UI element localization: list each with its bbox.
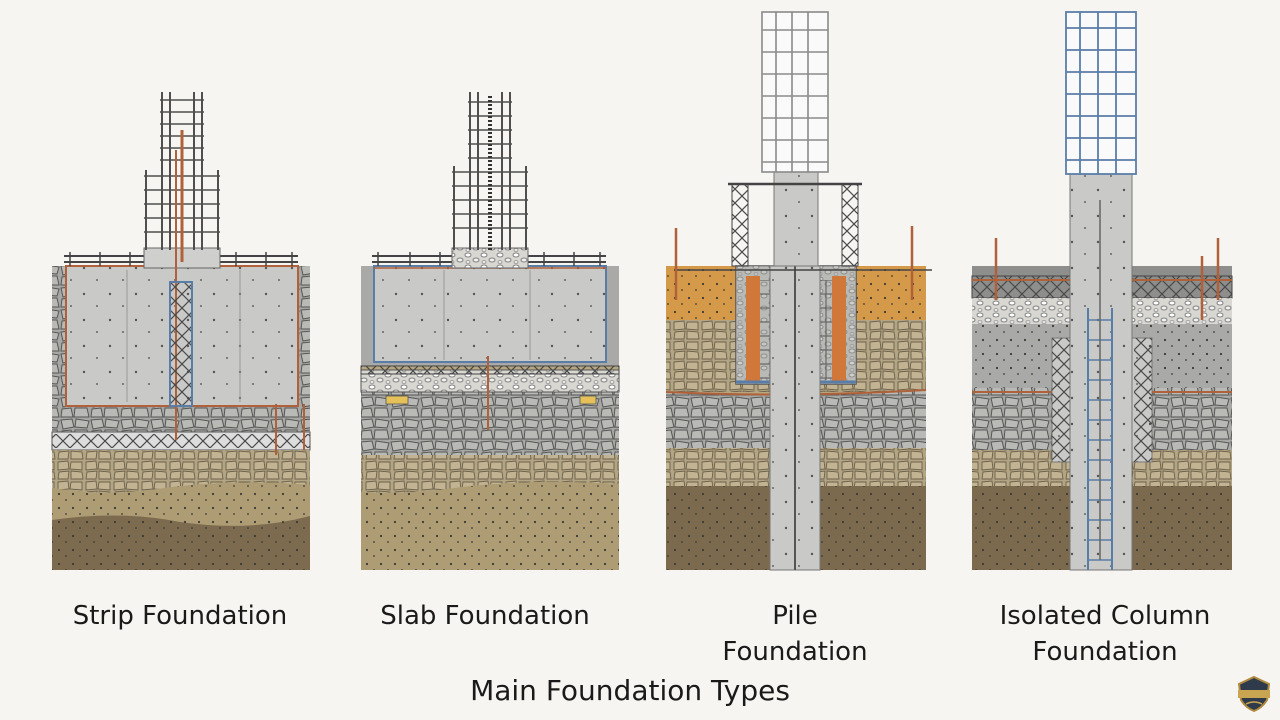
pile-foundation-label: Pile Foundation xyxy=(660,598,930,670)
pile-foundation-label-line1: Pile xyxy=(772,601,818,631)
isolated-column-foundation-label-line2: Foundation xyxy=(1032,637,1178,667)
isolated-column-foundation-panel xyxy=(971,11,1233,571)
diagram-title: Main Foundation Types xyxy=(470,674,790,707)
strip-foundation-label-text: Strip Foundation xyxy=(72,601,288,631)
slab-foundation-label-text: Slab Foundation xyxy=(380,601,590,631)
strip-foundation-label: Strip Foundation xyxy=(40,598,320,634)
slab-foundation-label: Slab Foundation xyxy=(340,598,630,634)
isolated-column-foundation-label-line1: Isolated Column xyxy=(999,601,1211,631)
pile-foundation-label-line2: Foundation xyxy=(722,637,868,667)
strip-foundation-panel xyxy=(51,92,311,570)
pile-foundation-panel xyxy=(665,11,932,571)
shield-emblem-icon xyxy=(1237,675,1271,713)
isolated-column-foundation-label: Isolated Column Foundation xyxy=(960,598,1250,670)
slab-foundation-panel xyxy=(360,92,620,570)
